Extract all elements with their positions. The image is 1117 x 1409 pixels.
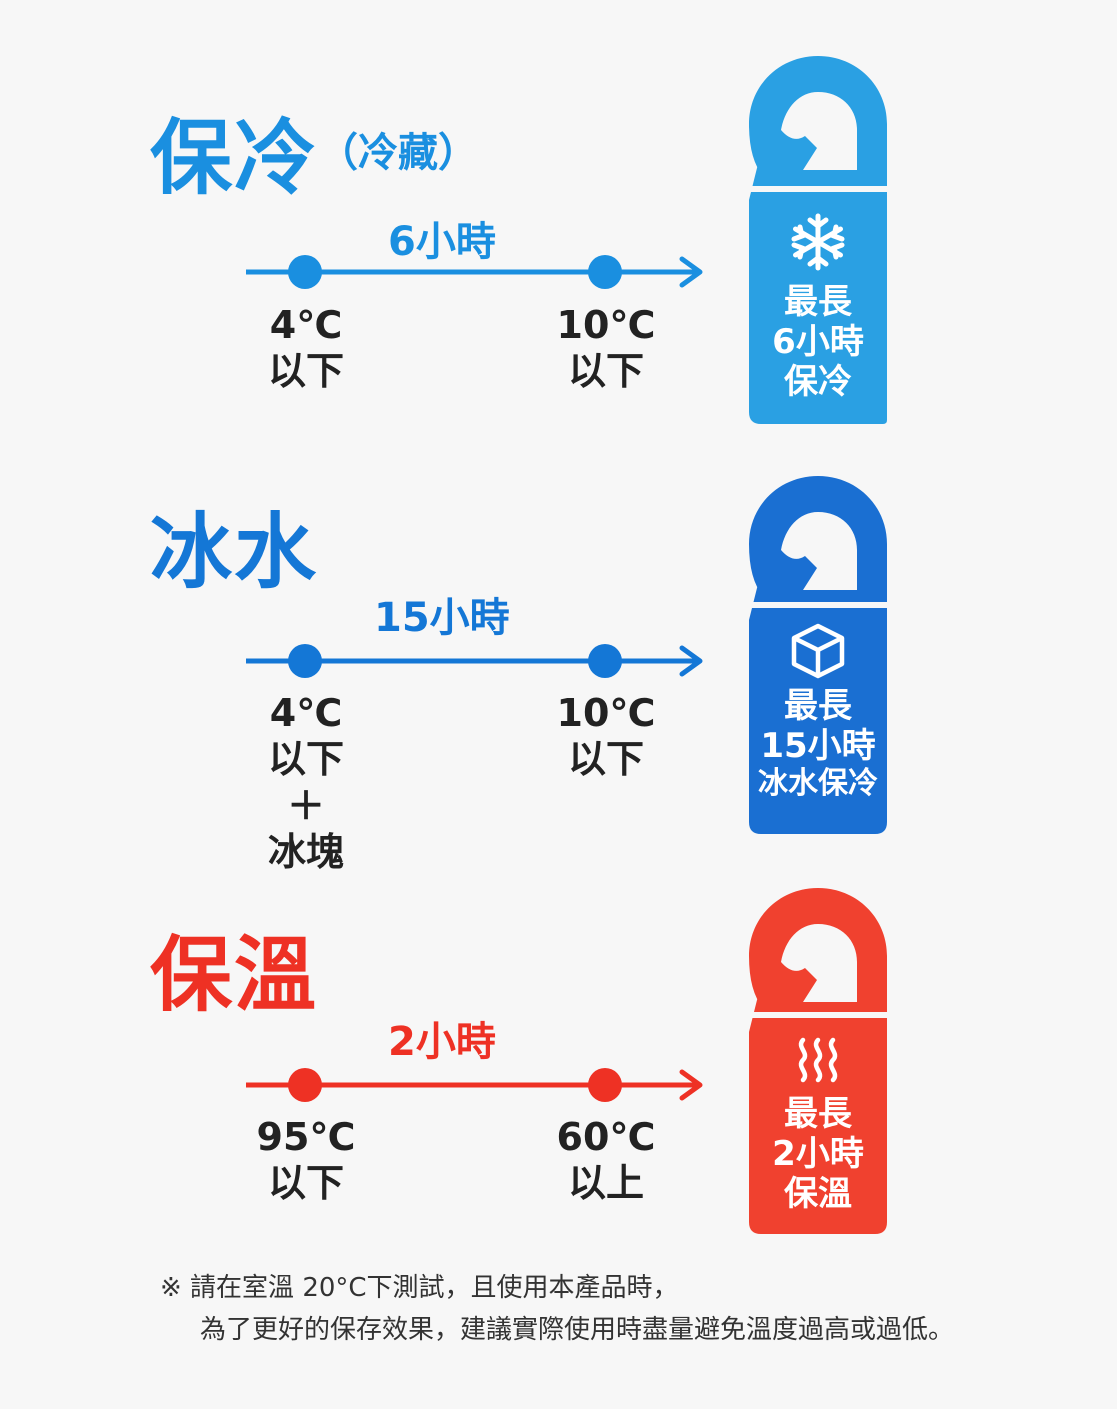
- start-temp-extra: 冰塊: [267, 830, 344, 875]
- start-temp-value: 95℃: [256, 1115, 356, 1159]
- timeline-start-dot: [288, 1068, 322, 1102]
- tag-line-2: 6小時: [772, 322, 864, 363]
- hang-tag-label: 最長 2小時 保溫: [745, 1094, 891, 1214]
- end-temp-note: 以下: [567, 737, 644, 782]
- tag-line-3: 保冷: [784, 362, 852, 403]
- hang-tag: 最長 15小時 冰水保冷: [745, 472, 891, 838]
- start-temp-note: 以下: [267, 349, 344, 394]
- snowflake-icon: [791, 213, 845, 271]
- end-temp: 60℃ 以上: [526, 1114, 686, 1207]
- title-main: 保冷: [150, 111, 319, 206]
- start-temp-value: 4℃: [269, 303, 343, 347]
- ice-cube-icon: [791, 623, 845, 679]
- plus-sign: ＋: [286, 783, 325, 828]
- duration-label: 6小時: [388, 219, 496, 265]
- start-temp: 4℃ 以下 ＋ 冰塊: [226, 690, 386, 875]
- start-temp: 95℃ 以下: [226, 1114, 386, 1207]
- timeline-end-dot: [588, 255, 622, 289]
- start-temp-note: 以下: [267, 737, 344, 782]
- start-temp: 4℃ 以下: [226, 302, 386, 395]
- duration-label: 15小時: [374, 595, 510, 641]
- start-temp-value: 4℃: [269, 691, 343, 735]
- timeline-start-dot: [288, 644, 322, 678]
- section-title: 保溫: [150, 935, 318, 1017]
- end-temp-note: 以下: [567, 349, 644, 394]
- section-title: 保冷（冷藏）: [150, 118, 478, 200]
- hang-tag-label: 最長 15小時 冰水保冷: [745, 686, 891, 802]
- tag-line-1: 最長: [784, 686, 852, 726]
- title-main: 冰水: [150, 505, 319, 600]
- end-temp-value: 10℃: [556, 303, 656, 347]
- start-temp-note: 以下: [267, 1161, 344, 1206]
- footnote-line-1: ※ 請在室溫 20°C下測試，且使用本產品時，: [160, 1273, 679, 1303]
- tag-line-2: 15小時: [760, 726, 876, 767]
- end-temp-note: 以上: [567, 1161, 644, 1206]
- timeline-end-dot: [588, 644, 622, 678]
- tag-line-3: 保溫: [784, 1174, 852, 1215]
- timeline: [246, 1068, 703, 1102]
- timeline-start-dot: [288, 255, 322, 289]
- footnote-line-2: 為了更好的保存效果，建議實際使用時盡量避免溫度過高或過低。: [200, 1314, 955, 1345]
- end-temp-value: 60℃: [556, 1115, 656, 1159]
- title-main: 保溫: [150, 928, 319, 1023]
- end-temp-value: 10℃: [556, 691, 656, 735]
- tag-line-1: 最長: [784, 282, 852, 322]
- hang-tag: 最長 6小時 保冷: [745, 52, 891, 428]
- section-title: 冰水: [150, 512, 318, 594]
- hang-tag-label: 最長 6小時 保冷: [745, 282, 891, 402]
- timeline: [246, 255, 703, 289]
- duration-label: 2小時: [388, 1019, 496, 1065]
- timeline-end-dot: [588, 1068, 622, 1102]
- timeline: [246, 644, 703, 678]
- end-temp: 10℃ 以下: [526, 302, 686, 395]
- footnote: ※ 請在室溫 20°C下測試，且使用本產品時， 為了更好的保存效果，建議實際使用…: [160, 1268, 954, 1351]
- tag-line-1: 最長: [784, 1094, 852, 1134]
- heat-waves-icon: [798, 1037, 838, 1083]
- end-temp: 10℃ 以下: [526, 690, 686, 783]
- hang-tag: 最長 2小時 保溫: [745, 884, 891, 1240]
- tag-line-3: 冰水保冷: [758, 766, 878, 802]
- title-subtitle: （冷藏）: [318, 130, 479, 176]
- tag-line-2: 2小時: [772, 1134, 864, 1175]
